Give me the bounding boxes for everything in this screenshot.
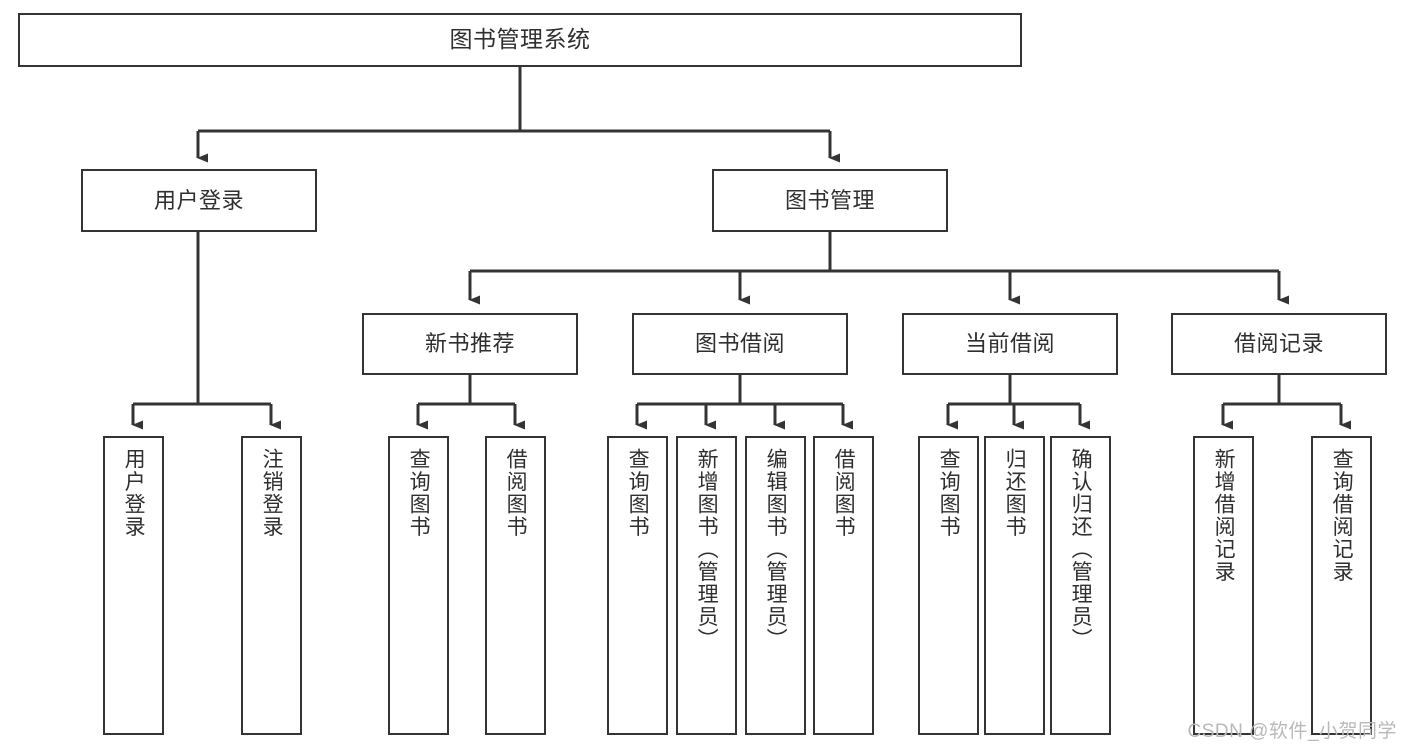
node-label: 借阅记录 xyxy=(1233,331,1324,357)
node-leaf-query-book-recommend[interactable]: 查询图书 xyxy=(388,436,449,735)
node-label: 确认归还（管理员） xyxy=(1069,448,1093,651)
node-label: 查询图书 xyxy=(937,448,961,538)
node-user-login[interactable]: 用户登录 xyxy=(81,169,317,232)
node-leaf-borrow-book[interactable]: 借阅图书 xyxy=(813,436,874,735)
node-leaf-borrow-book-recommend[interactable]: 借阅图书 xyxy=(485,436,546,735)
node-label: 用户登录 xyxy=(153,187,244,213)
node-leaf-logout[interactable]: 注销登录 xyxy=(241,436,302,735)
node-label: 当前借阅 xyxy=(964,331,1055,357)
node-label: 查询借阅记录 xyxy=(1330,448,1354,583)
node-leaf-query-book-borrow[interactable]: 查询图书 xyxy=(607,436,668,735)
node-label: 图书管理系统 xyxy=(449,26,591,53)
node-new-book-recommend[interactable]: 新书推荐 xyxy=(362,313,578,375)
node-root-book-management-system[interactable]: 图书管理系统 xyxy=(18,13,1022,67)
node-book-management[interactable]: 图书管理 xyxy=(712,169,948,232)
node-leaf-add-book-admin[interactable]: 新增图书（管理员） xyxy=(676,436,737,735)
node-label: 图书管理 xyxy=(784,187,875,213)
node-current-borrow[interactable]: 当前借阅 xyxy=(902,313,1118,375)
node-leaf-user-login[interactable]: 用户登录 xyxy=(103,436,164,735)
node-label: 查询图书 xyxy=(407,448,431,538)
watermark: CSDN @软件_小贺同学 xyxy=(1187,721,1397,742)
node-label: 注销登录 xyxy=(260,448,284,538)
node-label: 借阅图书 xyxy=(832,448,856,538)
node-leaf-confirm-return-admin[interactable]: 确认归还（管理员） xyxy=(1050,436,1111,735)
node-borrow-record[interactable]: 借阅记录 xyxy=(1171,313,1387,375)
node-label: 借阅图书 xyxy=(504,448,528,538)
node-label: 查询图书 xyxy=(626,448,650,538)
node-leaf-edit-book-admin[interactable]: 编辑图书（管理员） xyxy=(745,436,806,735)
node-label: 新书推荐 xyxy=(424,331,515,357)
node-label: 归还图书 xyxy=(1003,448,1027,538)
node-label: 新增图书（管理员） xyxy=(695,448,719,651)
node-leaf-query-borrow-record[interactable]: 查询借阅记录 xyxy=(1311,436,1372,735)
node-label: 图书借阅 xyxy=(694,331,785,357)
node-leaf-query-book-current[interactable]: 查询图书 xyxy=(918,436,979,735)
node-label: 新增借阅记录 xyxy=(1212,448,1236,583)
node-book-borrow[interactable]: 图书借阅 xyxy=(632,313,848,375)
node-leaf-return-book[interactable]: 归还图书 xyxy=(984,436,1045,735)
node-label: 用户登录 xyxy=(122,448,146,538)
node-leaf-add-borrow-record[interactable]: 新增借阅记录 xyxy=(1193,436,1254,735)
node-label: 编辑图书（管理员） xyxy=(764,448,788,651)
